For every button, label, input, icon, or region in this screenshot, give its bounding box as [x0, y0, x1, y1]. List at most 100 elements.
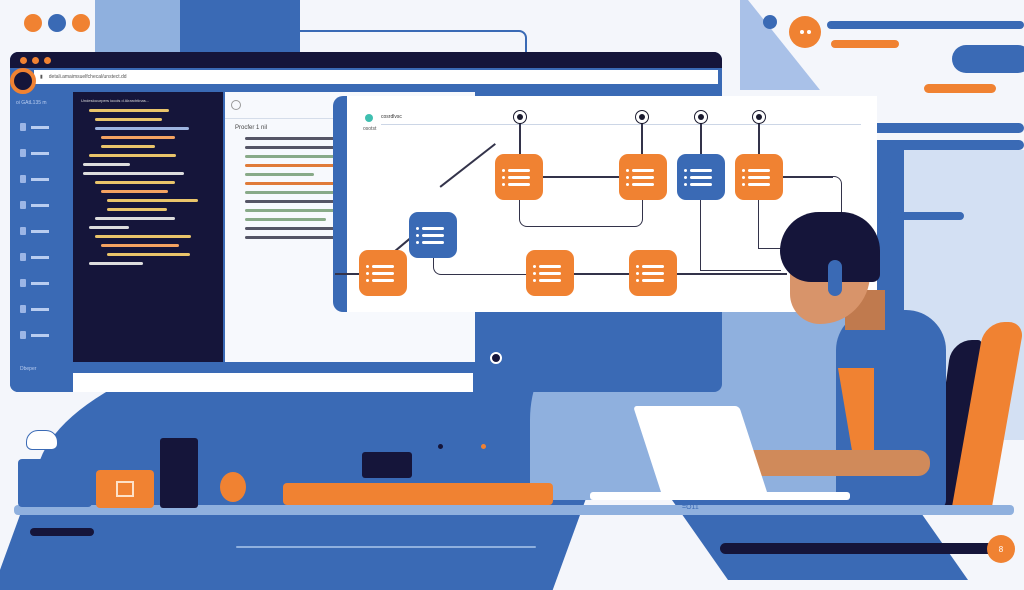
connector-elbow — [700, 200, 781, 271]
ide-titlebar — [10, 52, 722, 68]
ide-bottom-bar — [73, 370, 473, 392]
sidebar-item[interactable] — [20, 252, 62, 262]
decor-bar-navy-bottom — [30, 528, 94, 536]
decor-bar-blue-top — [827, 21, 1024, 29]
address-bar[interactable]: ▮ detali.amaimsuelfchecal/unstect.dd — [34, 70, 718, 84]
refresh-icon[interactable] — [231, 100, 241, 110]
sidebar-item[interactable] — [20, 122, 62, 132]
workflow-node[interactable] — [526, 250, 574, 296]
pin-icon[interactable] — [513, 110, 527, 124]
connector-loop — [519, 200, 643, 227]
code-editor[interactable]: Undeslocurpers iocols d Alrarchtinas... — [73, 92, 223, 362]
file-icon — [20, 331, 26, 339]
connector — [758, 122, 760, 154]
sidebar-item[interactable] — [20, 174, 62, 184]
progress-bar[interactable] — [720, 543, 1000, 554]
decor-bar-blue-right-3 — [888, 212, 964, 220]
workflow-node[interactable] — [677, 154, 725, 200]
connector — [543, 176, 619, 178]
monitor-small — [18, 459, 92, 507]
decor-dot-orange — [481, 444, 486, 449]
list-icon — [502, 165, 530, 190]
connector — [335, 273, 359, 275]
window-dot-3[interactable] — [44, 56, 51, 64]
workflow-node[interactable] — [409, 212, 457, 258]
diagram-header-sub: osotst — [363, 126, 377, 132]
sidebar-footer: Dbeper — [20, 366, 37, 372]
desk-surface — [14, 505, 1014, 515]
decor-bar-blue-bottom — [20, 548, 200, 558]
list-icon — [533, 261, 561, 286]
file-icon — [20, 149, 26, 157]
editor-title: Undeslocurpers iocols d Alrarchtinas... — [81, 98, 150, 103]
cloud-icon — [26, 430, 58, 450]
server-tower — [160, 438, 198, 508]
connector-bottom — [433, 258, 534, 275]
list-icon — [366, 261, 394, 286]
connector — [519, 122, 521, 154]
list-icon — [684, 165, 712, 190]
orange-ring-button[interactable] — [10, 68, 36, 94]
address-text: detali.amaimsuelfchecal/unstect.dd — [48, 74, 127, 80]
window-dot-2[interactable] — [32, 56, 39, 64]
diagram-header-label: cosrdlvsc — [381, 114, 402, 120]
person-headset — [828, 260, 842, 296]
pin-icon[interactable] — [694, 110, 708, 124]
orange-box — [96, 470, 154, 508]
connector — [700, 122, 702, 154]
list-icon — [636, 261, 664, 286]
sidebar-item[interactable] — [20, 200, 62, 210]
connector — [783, 176, 833, 178]
workflow-node[interactable] — [735, 154, 783, 200]
connector — [574, 273, 629, 275]
sidebar-header: oi GAtL135 m — [16, 100, 47, 106]
square-icon — [116, 481, 134, 497]
decor-bar-blue-right-1 — [864, 123, 1024, 133]
connector-elbow-2 — [758, 200, 789, 249]
sidebar-item[interactable] — [20, 148, 62, 158]
connector — [677, 273, 787, 275]
sidebar-item[interactable] — [20, 330, 62, 340]
diagram-divider — [381, 124, 861, 125]
preview-title: Procfer 1 nil — [235, 125, 268, 131]
camera-icon — [362, 452, 412, 478]
decor-dot-navy — [438, 444, 443, 449]
person-arm — [740, 450, 930, 476]
file-icon — [20, 175, 26, 183]
diagram-app-icon — [365, 114, 373, 122]
file-icon — [20, 279, 26, 287]
workflow-node[interactable] — [629, 250, 677, 296]
file-icon — [20, 305, 26, 313]
desk-lamp-base — [220, 472, 246, 502]
decor-bar-blue-right-2 — [864, 140, 1024, 150]
workflow-diagram-panel: cosrdlvsc osotst — [333, 96, 877, 312]
pin-icon[interactable] — [635, 110, 649, 124]
lock-icon: ▮ — [40, 74, 43, 80]
sidebar-item[interactable] — [20, 226, 62, 236]
ide-sidebar: oi GAtL135 m Dbeper — [10, 92, 72, 392]
decor-dot-orange-1 — [24, 14, 42, 32]
workflow-node[interactable] — [619, 154, 667, 200]
decor-dot-blue — [48, 14, 66, 32]
window-dot-1[interactable] — [20, 56, 27, 64]
progress-badge[interactable]: 8 — [987, 535, 1015, 563]
sidebar-item[interactable] — [20, 278, 62, 288]
orange-keyboard[interactable] — [283, 483, 553, 505]
laptop-base — [590, 492, 850, 500]
record-button[interactable] — [490, 352, 502, 364]
file-icon — [20, 201, 26, 209]
chat-bubble-orange — [789, 16, 821, 48]
list-icon — [416, 223, 444, 248]
chat-bubble-blue — [952, 45, 1024, 73]
decor-bar-orange-top — [831, 40, 899, 48]
workflow-node[interactable] — [495, 154, 543, 200]
list-icon — [626, 165, 654, 190]
file-icon — [20, 123, 26, 131]
sidebar-item[interactable] — [20, 304, 62, 314]
decor-slider-line — [236, 546, 536, 548]
workflow-node[interactable] — [359, 250, 407, 296]
decor-bar-orange-right — [924, 84, 996, 93]
pin-icon[interactable] — [752, 110, 766, 124]
file-icon — [20, 253, 26, 261]
decor-dot-orange-2 — [72, 14, 90, 32]
